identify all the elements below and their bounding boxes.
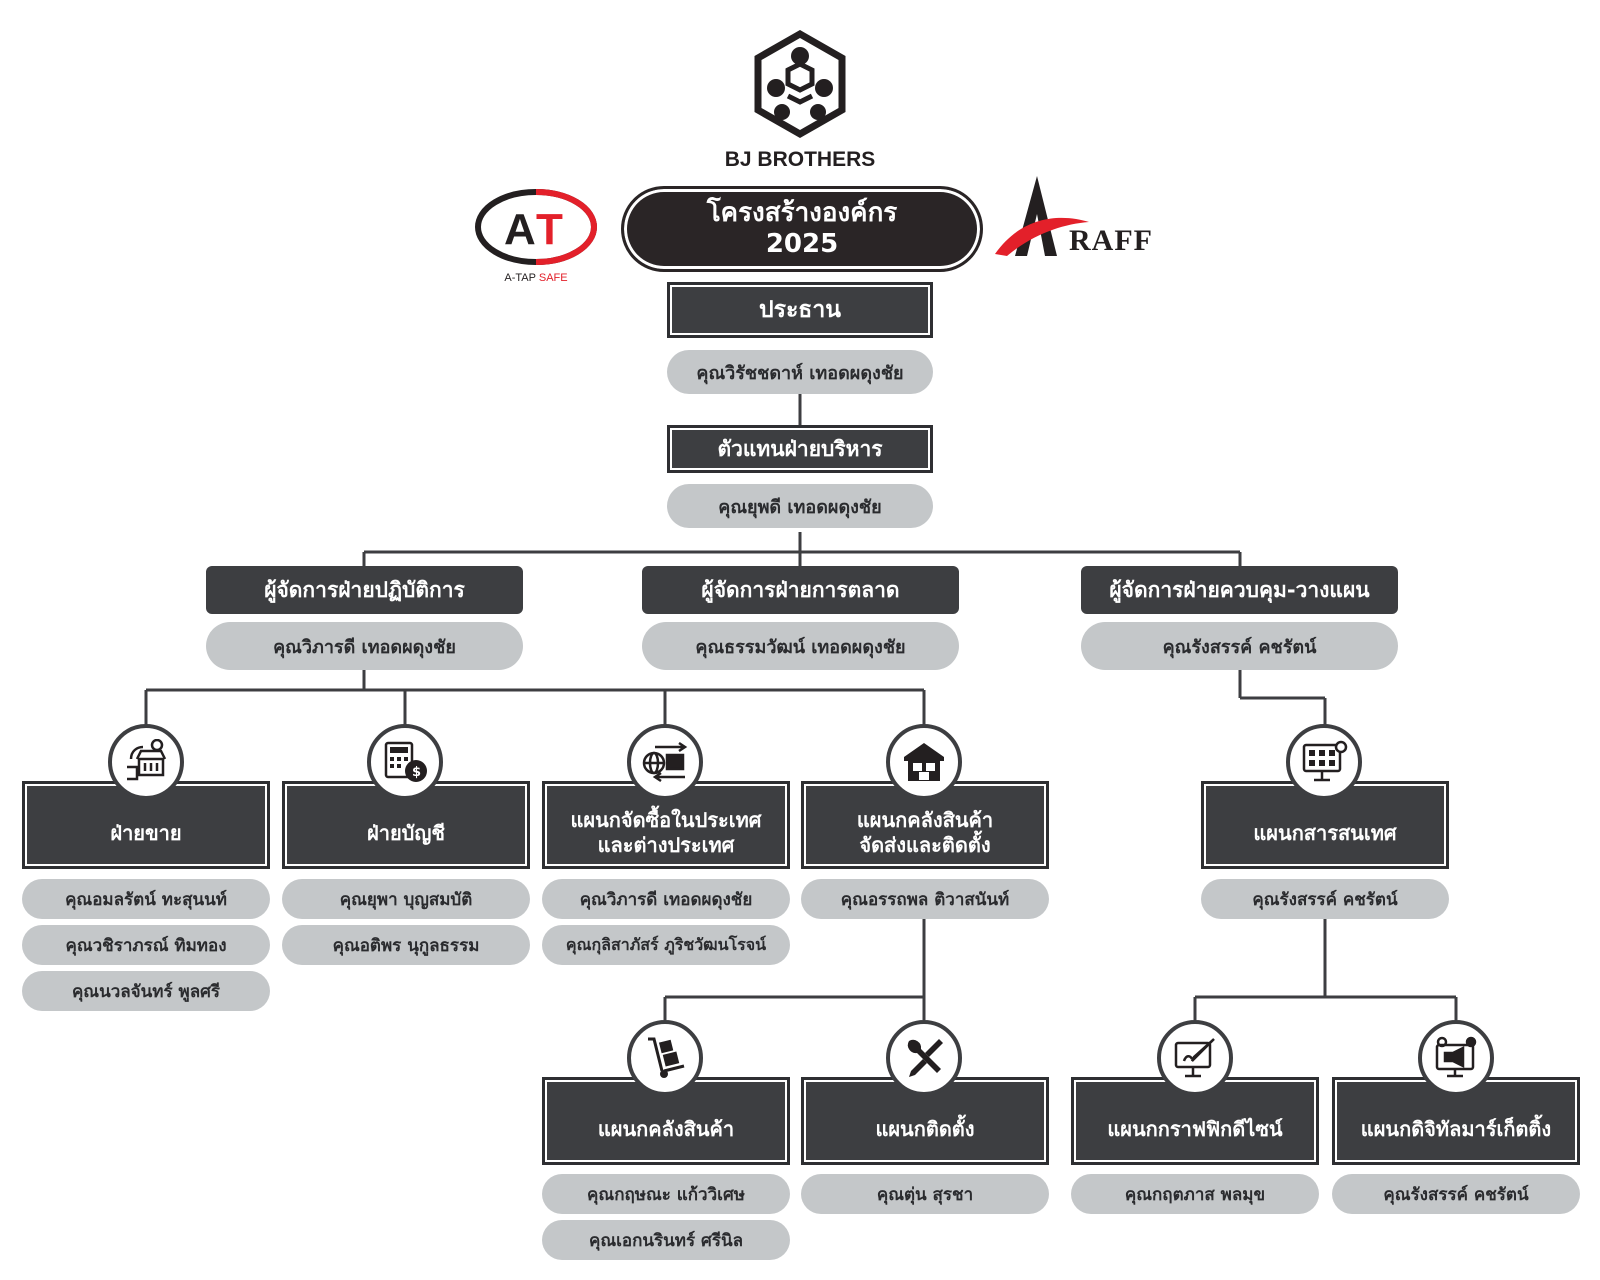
dept-sales-title: ฝ่ายขาย (110, 820, 182, 845)
title-line-1: โครงสร้างองค์กร (706, 198, 898, 228)
design-monitor-icon (1157, 1020, 1233, 1096)
procurement-person-2: คุณกุลิสาภัสร์ ภูริชวัฒนโรจน์ (542, 925, 790, 965)
dept-procurement-title-1: แผนกจัดซื้อในประเทศ (570, 808, 762, 832)
manager-operations-name: คุณวิภารดี เทอดผดุงชัย (206, 622, 523, 670)
raff-label: RAFF (1069, 224, 1153, 257)
atap-safe-logo: A T A-TAP SAFE (474, 188, 598, 284)
brand-name: BJ BROTHERS (724, 148, 876, 171)
computer-settings-icon (1286, 724, 1362, 800)
raff-logo: RAFF (993, 174, 1165, 266)
title-line-2: 2025 (765, 229, 839, 259)
digital-marketing-icon (1418, 1020, 1494, 1096)
manager-control-planning-name: คุณรังสรรค์ คชรัตน์ (1081, 622, 1398, 670)
dept-warehouse-delivery-title-1: แผนกคลังสินค้า (856, 808, 994, 832)
bj-brothers-logo-icon (754, 30, 846, 139)
dept-warehouse-delivery-box: แผนกคลังสินค้า จัดส่งและติดตั้ง (801, 781, 1049, 869)
accounting-icon: $ (367, 724, 443, 800)
president-box: ประธาน (667, 282, 933, 338)
manager-control-planning-box: ผู้จัดการฝ่ายควบคุม-วางแผน (1081, 566, 1398, 614)
digital-person-1: คุณรังสรรค์ คชรัตน์ (1332, 1174, 1580, 1214)
manager-marketing-name: คุณธรรมวัฒน์ เทอดผดุงชัย (642, 622, 959, 670)
warehouse-person-2: คุณเอกนรินทร์ ศรีนิล (542, 1220, 790, 1260)
dept-it-title: แผนกสารสนเทศ (1253, 820, 1397, 845)
hand-truck-icon (627, 1020, 703, 1096)
dept-digital-title: แผนกดิจิทัลมาร์เก็ตติ้ง (1360, 1116, 1552, 1141)
procurement-person-1: คุณวิภารดี เทอดผดุงชัย (542, 879, 790, 919)
dept-procurement-title-2: และต่างประเทศ (597, 833, 735, 857)
accounting-person-1: คุณยุพา บุญสมบัติ (282, 879, 530, 919)
dept-install-title: แผนกติดตั้ง (875, 1116, 975, 1141)
procurement-globe-icon (627, 724, 703, 800)
dept-warehouse-delivery-title-2: จัดส่งและติดตั้ง (859, 833, 991, 857)
dept-warehouse-title: แผนกคลังสินค้า (597, 1116, 735, 1141)
warehouse-person-1: คุณกฤษณะ แก้ววิเศษ (542, 1174, 790, 1214)
sales-person-1: คุณอมลรัตน์ ทะสุนนท์ (22, 879, 270, 919)
raff-logo-icon (995, 176, 1089, 256)
atap-logo-icon: A T (475, 189, 598, 265)
sales-person-2: คุณวชิราภรณ์ ทิมทอง (22, 925, 270, 965)
president-name: คุณวิรัชชดาห์ เทอดผดุงชัย (667, 350, 933, 394)
exec-rep-box: ตัวแทนฝ่ายบริหาร (667, 425, 933, 473)
wrench-screwdriver-icon (886, 1020, 962, 1096)
dept-accounting-title: ฝ่ายบัญชี (367, 820, 445, 845)
dept-graphic-title: แผนกกราฟฟิกดีไซน์ (1107, 1116, 1283, 1141)
it-person-1: คุณรังสรรค์ คชรัตน์ (1201, 879, 1449, 919)
sales-person-3: คุณนวลจันทร์ พูลศรี (22, 971, 270, 1011)
accounting-person-2: คุณอติพร นุกูลธรรม (282, 925, 530, 965)
atap-label: A-TAP (504, 272, 536, 284)
manager-operations-box: ผู้จัดการฝ่ายปฏิบัติการ (206, 566, 523, 614)
safe-label: SAFE (538, 272, 568, 284)
svg-text:A: A (504, 205, 536, 254)
warehouse-delivery-person-1: คุณอรรถพล ติวาสนันท์ (801, 879, 1049, 919)
manager-marketing-box: ผู้จัดการฝ่ายการตลาด (642, 566, 959, 614)
org-chart-title: โครงสร้างองค์กร 2025 (621, 186, 983, 272)
svg-text:T: T (536, 205, 563, 254)
install-person-1: คุณตุ่น สุรชา (801, 1174, 1049, 1214)
exec-rep-name: คุณยุพดี เทอดผดุงชัย (667, 484, 933, 528)
graphic-person-1: คุณกฤตภาส พลมุข (1071, 1174, 1319, 1214)
warehouse-icon (886, 724, 962, 800)
sales-icon (108, 724, 184, 800)
svg-text:$: $ (412, 765, 421, 780)
